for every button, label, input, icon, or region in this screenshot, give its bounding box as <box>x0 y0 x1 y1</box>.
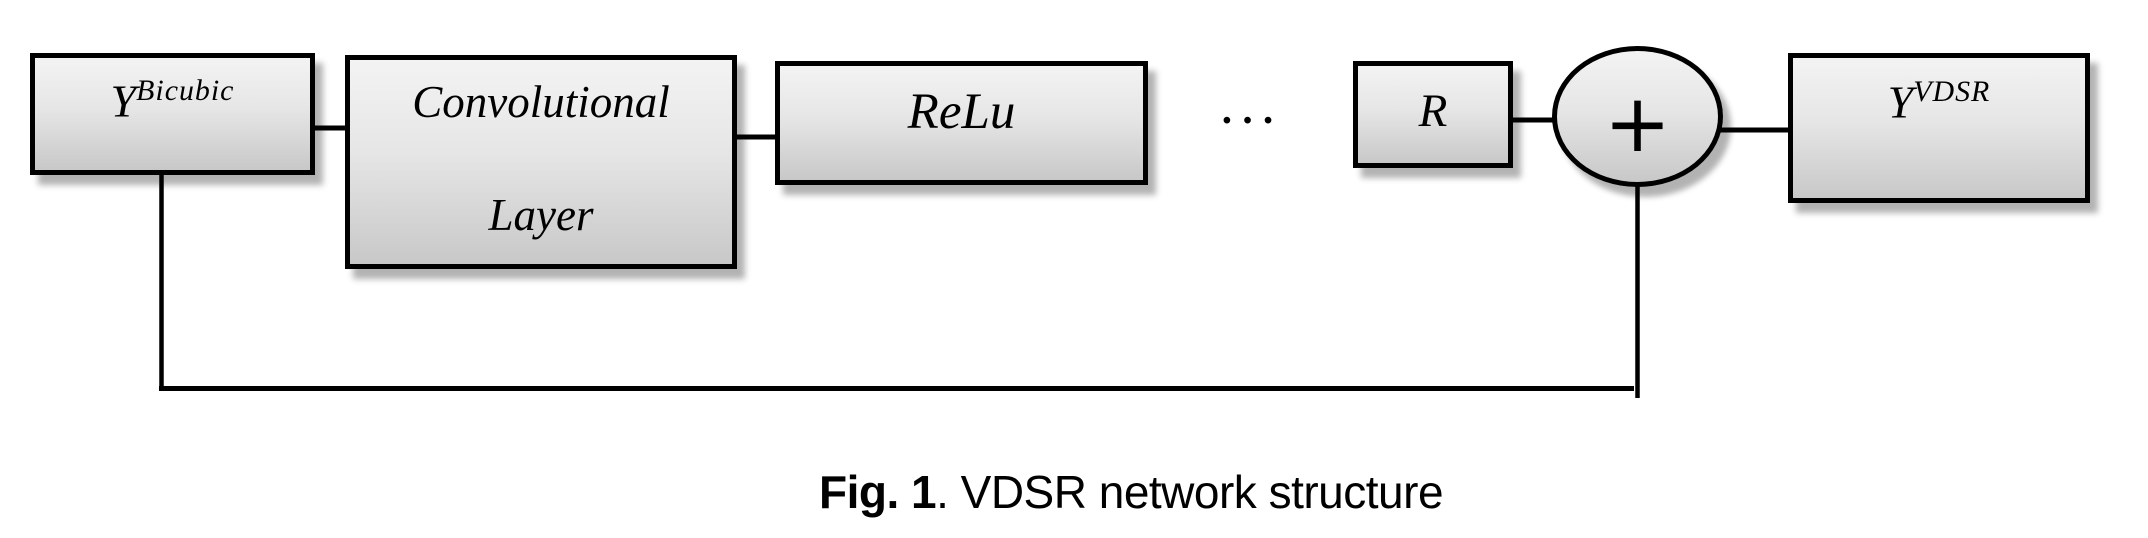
node-residual: R <box>1353 61 1513 168</box>
plus-icon: + <box>1603 76 1672 170</box>
output-label: YVDSR <box>1888 75 1991 128</box>
conv-label-line2: Layer <box>488 190 594 240</box>
conv-label-line1: Convolutional <box>412 77 670 127</box>
input-label: YBicubic <box>111 74 235 127</box>
input-label-base: Y <box>110 75 137 127</box>
node-sum-junction: + <box>1552 46 1723 187</box>
relu-label: ReLu <box>907 84 1016 140</box>
output-label-base: Y <box>1887 76 1914 128</box>
node-convolutional-layer: Convolutional Layer <box>345 55 737 269</box>
node-relu: ReLu <box>775 61 1148 185</box>
ellipsis-dots: ••• <box>1220 109 1282 135</box>
input-label-sup: Bicubic <box>136 74 235 108</box>
figure-caption: Fig. 1. VDSR network structure <box>0 466 2148 518</box>
figure-caption-text: . VDSR network structure <box>936 466 1444 518</box>
residual-label: R <box>1418 84 1448 137</box>
output-label-sup: VDSR <box>1913 75 1991 109</box>
figure-caption-number: Fig. 1 <box>818 466 937 518</box>
node-input-bicubic: YBicubic <box>30 53 315 175</box>
node-output-vdsr: YVDSR <box>1788 53 2090 203</box>
